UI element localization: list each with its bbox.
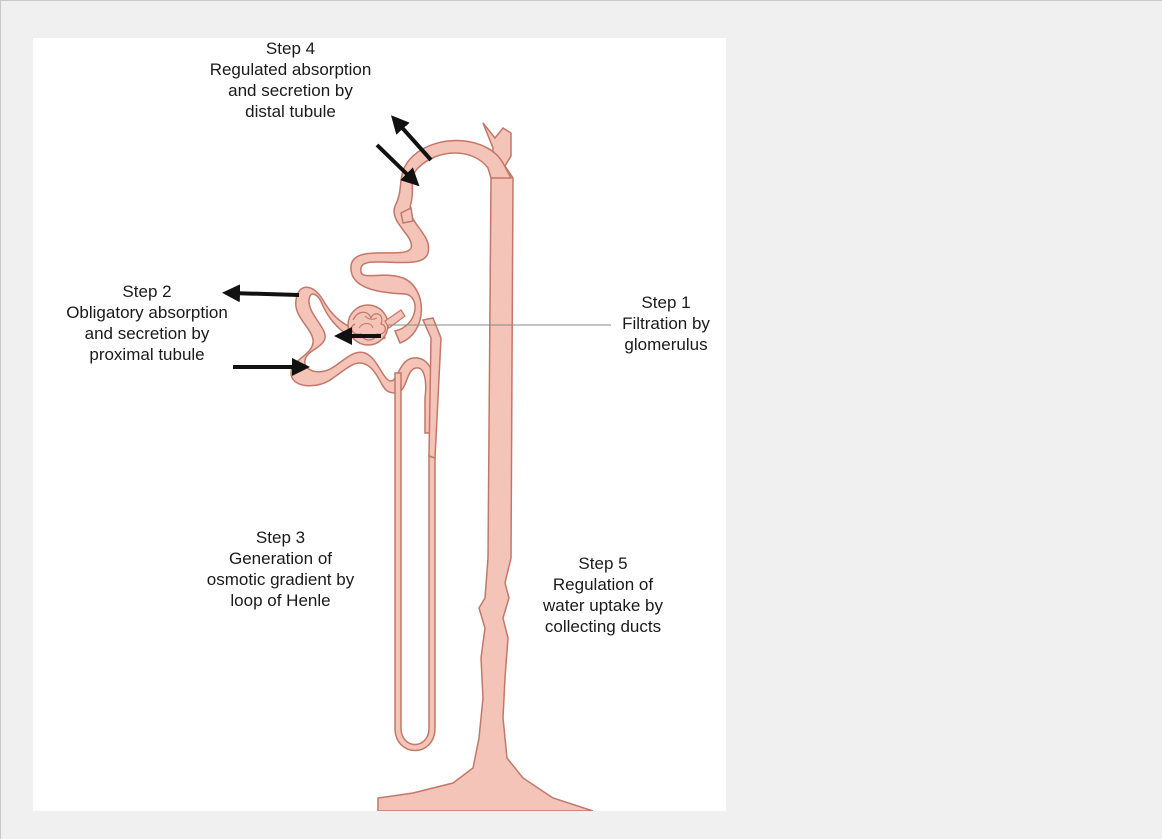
step4-line3: distal tubule xyxy=(183,101,398,122)
step5-label: Step 5 Regulation of water uptake by col… xyxy=(523,553,683,637)
step1-label: Step 1 Filtration by glomerulus xyxy=(601,292,731,355)
step3-label: Step 3 Generation of osmotic gradient by… xyxy=(173,527,388,611)
step3-title: Step 3 xyxy=(173,527,388,548)
step1-line1: Filtration by xyxy=(601,313,731,334)
step4-label: Step 4 Regulated absorption and secretio… xyxy=(183,38,398,122)
step2-title: Step 2 xyxy=(27,281,267,302)
step3-line2: osmotic gradient by xyxy=(173,569,388,590)
step2-label: Step 2 Obligatory absorption and secreti… xyxy=(27,281,267,365)
step4-title: Step 4 xyxy=(183,38,398,59)
nephron-diagram xyxy=(33,38,726,811)
step3-line3: loop of Henle xyxy=(173,590,388,611)
step1-title: Step 1 xyxy=(601,292,731,313)
step5-line1: Regulation of xyxy=(523,574,683,595)
step5-line2: water uptake by xyxy=(523,595,683,616)
step5-line3: collecting ducts xyxy=(523,616,683,637)
step3-line1: Generation of xyxy=(173,548,388,569)
step5-title: Step 5 xyxy=(523,553,683,574)
step4-line2: and secretion by xyxy=(183,80,398,101)
nephron-figure: Step 4 Regulated absorption and secretio… xyxy=(33,38,726,811)
step2-line3: proximal tubule xyxy=(27,344,267,365)
step2-line2: and secretion by xyxy=(27,323,267,344)
step4-line1: Regulated absorption xyxy=(183,59,398,80)
step1-line2: glomerulus xyxy=(601,334,731,355)
step2-line1: Obligatory absorption xyxy=(27,302,267,323)
